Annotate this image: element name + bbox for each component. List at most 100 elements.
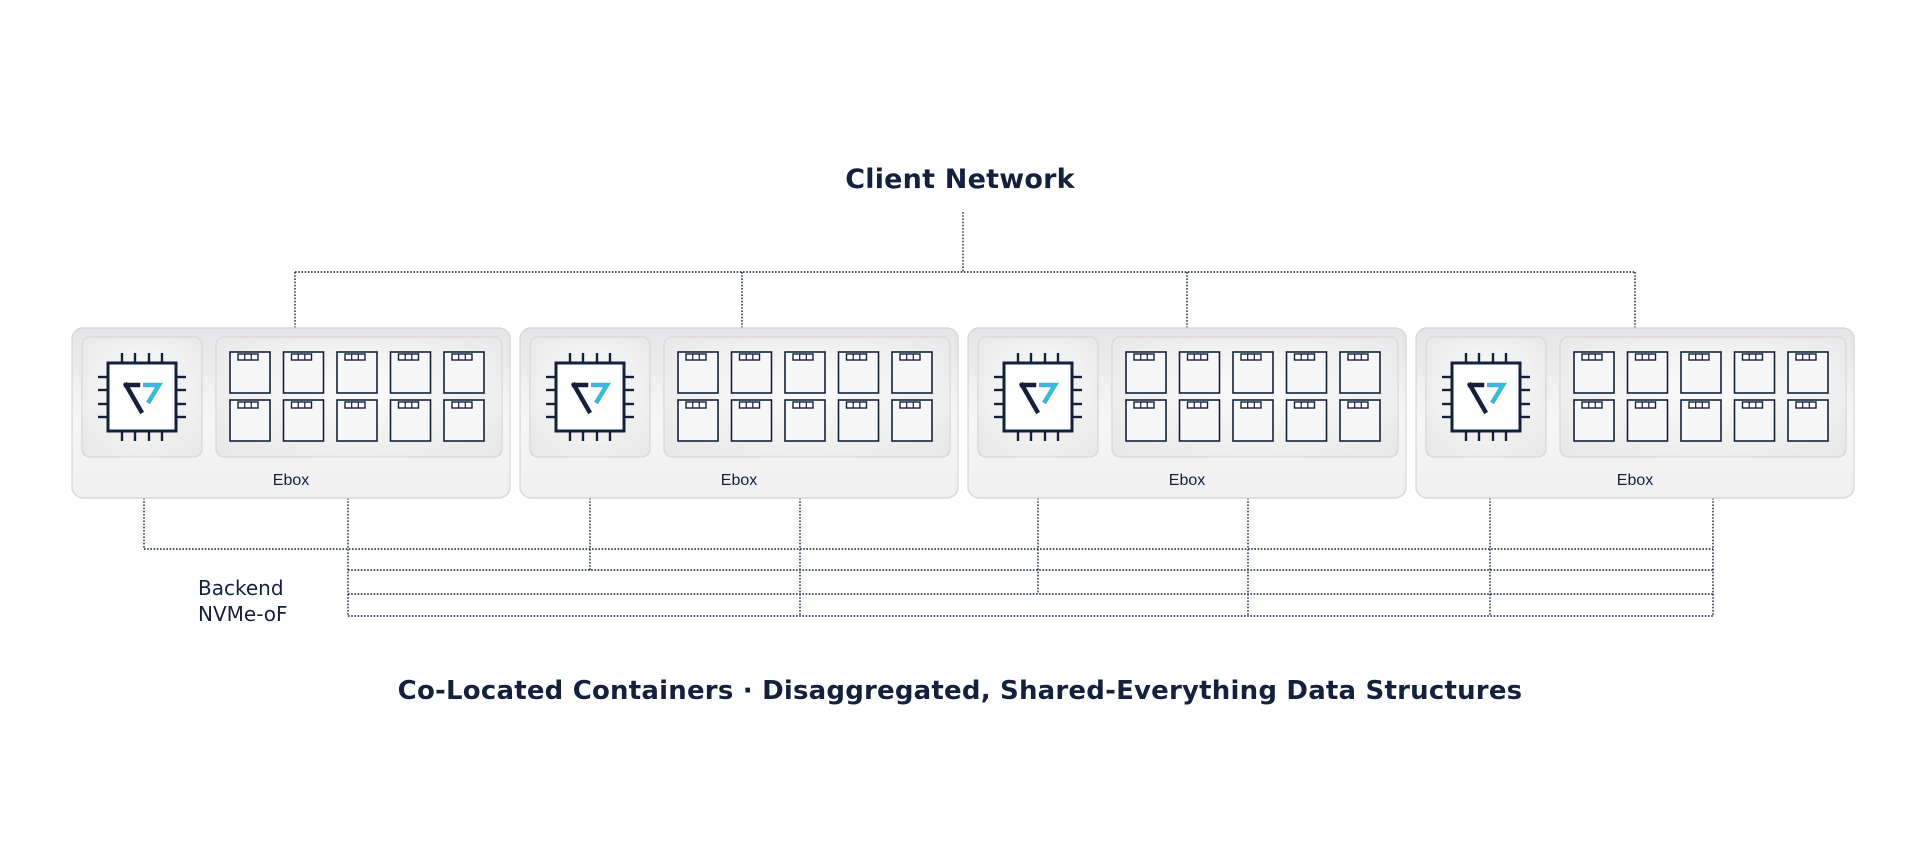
drive-panel [1559, 336, 1847, 458]
ssd-drive-icon [1232, 399, 1274, 442]
drive-connector [1688, 401, 1710, 409]
logo-stroke-dark [570, 381, 593, 415]
ssd-drive-icon [336, 399, 378, 442]
drive-connector [1293, 401, 1316, 409]
ssd-drive-icon [1178, 351, 1221, 394]
ssd-drive-icon [1178, 399, 1221, 442]
drive-panel [663, 336, 951, 458]
ssd-drive-icon [891, 399, 933, 442]
drive-body [229, 351, 271, 394]
backend-label-line1: Backend [198, 576, 284, 600]
drive-connector [1293, 353, 1316, 361]
drive-connector [344, 353, 366, 361]
ebox-label: Ebox [273, 472, 309, 489]
ebox-label: Ebox [1169, 472, 1205, 489]
drive-connector [685, 353, 707, 361]
drive-connector [899, 353, 921, 361]
ssd-drive-icon [1339, 399, 1381, 442]
drive-connector [1581, 353, 1603, 361]
drive-connector [1240, 401, 1262, 409]
ssd-drive-icon [1787, 399, 1829, 442]
architecture-caption: Co-Located Containers · Disaggregated, S… [397, 676, 1523, 706]
vast-logo-icon [122, 381, 164, 415]
ssd-drive-icon [730, 399, 773, 442]
ssd-drive-icon [1626, 351, 1669, 394]
ssd-drive-icon [784, 351, 826, 394]
drive-body [1733, 399, 1776, 442]
drive-connector [1581, 401, 1603, 409]
drive-body [784, 351, 826, 394]
logo-stroke-accent [1487, 382, 1508, 405]
logo-stroke-dark [122, 381, 145, 415]
ebox-2: Ebox [519, 327, 959, 499]
drive-connector [397, 353, 420, 361]
ssd-drive-icon [677, 351, 719, 394]
drive-connector [1634, 353, 1657, 361]
drive-connector [1186, 401, 1209, 409]
ssd-drive-icon [443, 351, 485, 394]
ssd-drive-icon [1232, 351, 1274, 394]
drive-connector [1741, 353, 1764, 361]
cpu-body [1450, 361, 1522, 433]
drive-connector [1347, 401, 1369, 409]
ssd-drive-icon [229, 399, 271, 442]
drive-connector [397, 401, 420, 409]
drive-connector [290, 401, 313, 409]
ebox-4: Ebox [1415, 327, 1855, 499]
ssd-drive-icon [1733, 351, 1776, 394]
ebox-1: Ebox [71, 327, 511, 499]
drive-panel [1111, 336, 1399, 458]
network-connections [143, 212, 1714, 617]
drive-connector [1688, 353, 1710, 361]
logo-stroke-accent [591, 382, 612, 405]
drive-connector [1795, 401, 1817, 409]
vast-logo-icon [1018, 381, 1060, 415]
drive-panel [215, 336, 503, 458]
ssd-drive-icon [1680, 351, 1722, 394]
cpu-body [106, 361, 178, 433]
ssd-drive-icon [1285, 399, 1328, 442]
ssd-drive-icon [282, 399, 325, 442]
ssd-drive-icon [229, 351, 271, 394]
ssd-drive-icon [1125, 399, 1167, 442]
ssd-drive-icon [1733, 399, 1776, 442]
drive-connector [1186, 353, 1209, 361]
drive-connector [685, 401, 707, 409]
ssd-drive-icon [677, 399, 719, 442]
vast-logo-icon [570, 381, 612, 415]
vast-logo-icon [1466, 381, 1508, 415]
ssd-drive-icon [837, 399, 880, 442]
logo-stroke-accent [143, 382, 164, 405]
ssd-drive-icon [1339, 351, 1381, 394]
drive-connector [1133, 401, 1155, 409]
ssd-drive-icon [389, 399, 432, 442]
ebox-3: Ebox [967, 327, 1407, 499]
drive-connector [237, 401, 259, 409]
ssd-drive-icon [891, 351, 933, 394]
drive-connector [845, 401, 868, 409]
ssd-drive-icon [282, 351, 325, 394]
cpu-chip-icon [98, 353, 186, 441]
ssd-drive-icon [1573, 399, 1615, 442]
drive-connector [344, 401, 366, 409]
ssd-drive-icon [1680, 399, 1722, 442]
drive-connector [1741, 401, 1764, 409]
ssd-drive-icon [1125, 351, 1167, 394]
drive-body [336, 351, 378, 394]
ssd-drive-icon [730, 351, 773, 394]
backend-nvmeof-label: Backend NVMe-oF [198, 575, 288, 627]
drive-connector [792, 401, 814, 409]
drive-connector [290, 353, 313, 361]
ssd-drive-icon [389, 351, 432, 394]
cpu-body [1002, 361, 1074, 433]
cpu-chip-icon [546, 353, 634, 441]
logo-stroke-dark [1018, 381, 1041, 415]
drive-body [229, 399, 271, 442]
client-network-title: Client Network [845, 164, 1075, 195]
cpu-chip-icon [1442, 353, 1530, 441]
drive-connector [237, 353, 259, 361]
drive-connector [451, 353, 473, 361]
ssd-drive-icon [443, 399, 485, 442]
drive-connector [1634, 401, 1657, 409]
